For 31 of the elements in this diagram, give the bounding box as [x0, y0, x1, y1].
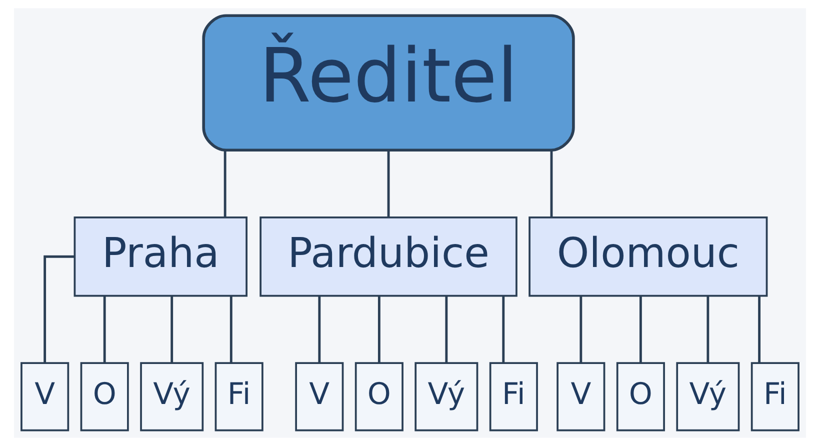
- node-box: O: [616, 362, 664, 432]
- connector: [706, 296, 709, 364]
- node-box: Fi: [214, 362, 263, 432]
- connector: [502, 296, 504, 364]
- connector: [223, 150, 226, 217]
- node-box: O: [354, 362, 403, 432]
- connector: [638, 296, 642, 364]
- connector: [377, 296, 380, 364]
- connector: [444, 296, 448, 364]
- node-box: Fi: [488, 362, 538, 432]
- node-box: Olomouc: [528, 216, 768, 297]
- node-box: Praha: [73, 216, 247, 297]
- connector: [318, 296, 320, 364]
- connector: [758, 296, 760, 364]
- connector: [170, 296, 173, 364]
- node-box: V: [294, 362, 344, 432]
- node-box: V: [556, 362, 605, 432]
- node-box: Vý: [676, 362, 740, 432]
- connector: [550, 150, 552, 217]
- node-box: Fi: [750, 362, 799, 432]
- node-box: O: [80, 362, 128, 432]
- node-box: Vý: [140, 362, 204, 432]
- node-box: Vý: [414, 362, 478, 432]
- connector: [229, 296, 232, 364]
- connector: [43, 255, 74, 363]
- node-box: V: [20, 362, 69, 432]
- node-box: Ředitel: [202, 14, 574, 152]
- connector: [386, 150, 390, 217]
- connector: [102, 296, 106, 364]
- connector: [579, 296, 582, 364]
- node-box: Pardubice: [259, 216, 517, 297]
